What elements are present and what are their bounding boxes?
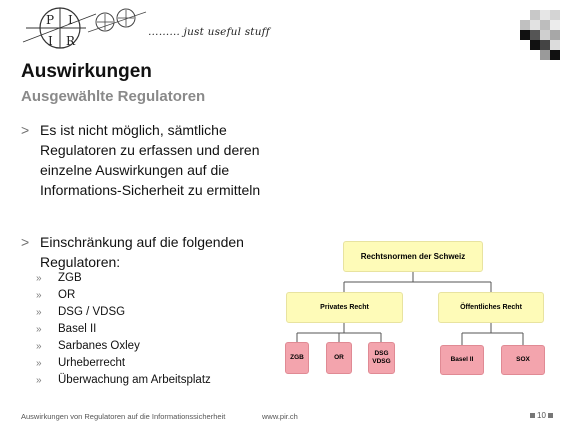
bullet-2-text: Einschränkung auf die folgenden Regulato… (40, 234, 244, 270)
sub-marker: » (36, 341, 42, 352)
logo-letter-i: I (68, 13, 73, 27)
sub-marker: » (36, 375, 42, 386)
sub-marker: » (36, 358, 42, 369)
sub-marker: » (36, 290, 42, 301)
diagram-zgb-node: ZGB (285, 342, 309, 374)
footer-url[interactable]: www.pir.ch (262, 412, 298, 421)
diagram-private-law-node: Privates Recht (286, 292, 403, 323)
bullet-2: > Einschränkung auf die folgenden Regula… (21, 232, 301, 272)
list-item: »Urheberrecht (36, 355, 211, 372)
bullet-1-text: Es ist nicht möglich, sämtliche Regulato… (40, 122, 261, 198)
list-item: »Sarbanes Oxley (36, 338, 211, 355)
diagram-basel-node: Basel II (440, 345, 484, 375)
list-item: »ZGB (36, 270, 211, 287)
footer-caption: Auswirkungen von Regulatoren auf die Inf… (21, 412, 226, 421)
corner-mosaic (520, 10, 560, 60)
sub-marker: » (36, 324, 42, 335)
bullet-marker: > (21, 234, 30, 250)
pager-square-left (530, 413, 535, 419)
list-item: »OR (36, 287, 211, 304)
logo-letter-p: P (46, 13, 54, 27)
list-item: »DSG / VDSG (36, 304, 211, 321)
bullet-1: > Es ist nicht möglich, sämtliche Regula… (21, 120, 301, 200)
logo-letter-i2: I (48, 34, 53, 48)
slide-subtitle: Ausgewählte Regulatoren (21, 88, 206, 105)
logo-letter-r: R (66, 34, 76, 48)
pir-logo: P I I R (22, 7, 147, 49)
logo-tagline: ……… just useful stuff (148, 26, 270, 38)
slide-title: Auswirkungen (21, 61, 152, 82)
regulator-list: »ZGB »OR »DSG / VDSG »Basel II »Sarbanes… (36, 270, 211, 389)
diagram-dsg-vdsg-node: DSG VDSG (368, 342, 395, 374)
page-number: 10 (528, 411, 555, 420)
diagram-root-node: Rechtsnormen der Schweiz (343, 241, 483, 272)
diagram-public-law-node: Öffentliches Recht (438, 292, 544, 323)
diagram-or-node: OR (326, 342, 352, 374)
pager-square-right (547, 413, 553, 419)
sub-marker: » (36, 307, 42, 318)
list-item: »Basel II (36, 321, 211, 338)
diagram-sox-node: SOX (501, 345, 545, 375)
list-item: »Überwachung am Arbeitsplatz (36, 372, 211, 389)
sub-marker: » (36, 273, 42, 284)
bullet-marker: > (21, 122, 30, 138)
